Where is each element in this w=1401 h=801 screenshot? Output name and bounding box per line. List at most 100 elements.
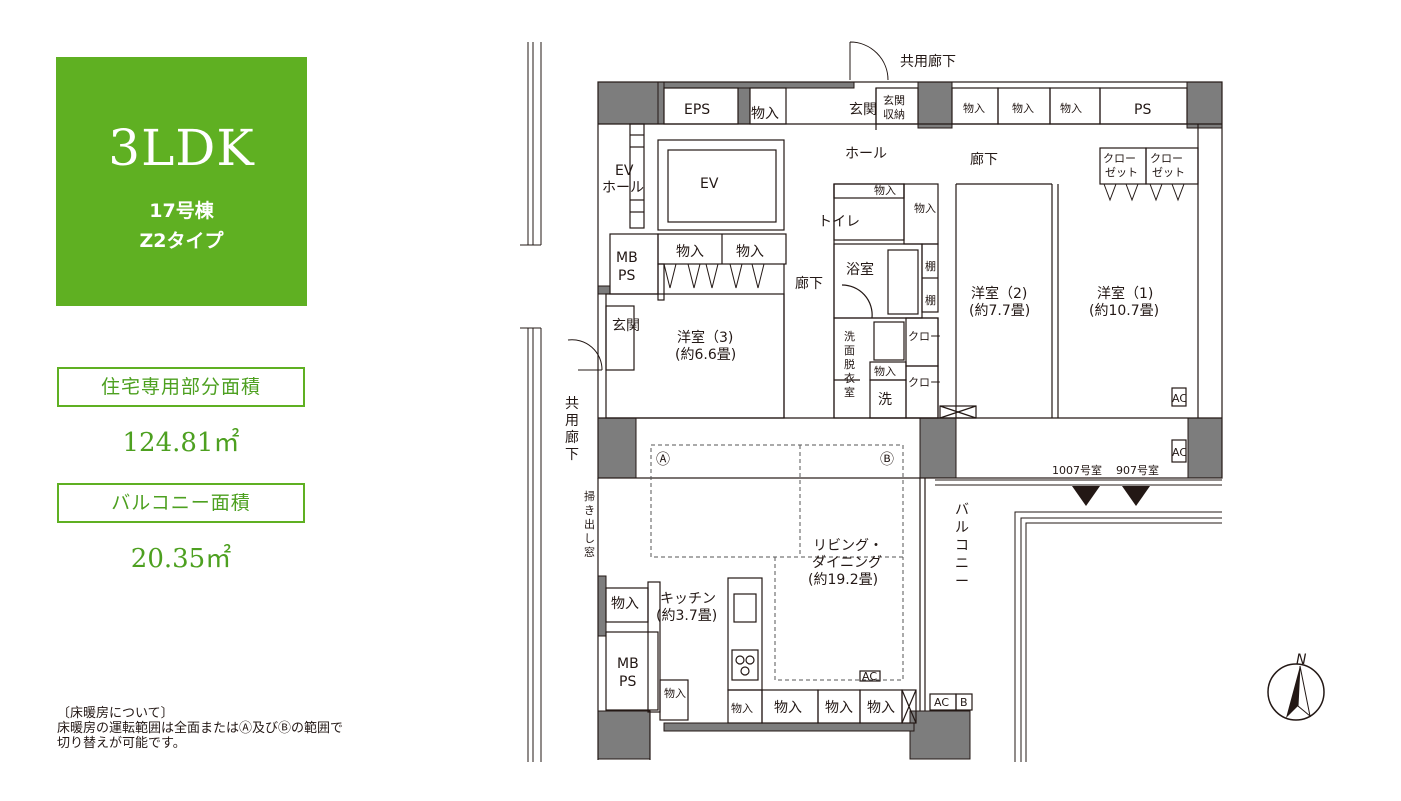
svg-text:出: 出	[584, 517, 595, 531]
ac-label-4: AC	[934, 696, 949, 709]
mbps-top-label-1: MB	[616, 250, 638, 266]
room2-size: (約7.7畳)	[969, 303, 1030, 319]
note-line-2: 切り替えが可能です。	[57, 736, 186, 751]
room1-size: (約10.7畳)	[1089, 303, 1159, 319]
closet-label-2b: ゼット	[1152, 166, 1185, 179]
ac-label-1: AC	[1172, 392, 1187, 405]
storage-label: 物入	[611, 596, 639, 612]
room2-name: 洋室（2)	[971, 285, 1027, 302]
washer-label: 洗	[878, 392, 892, 408]
room3-size: (約6.6畳)	[675, 347, 736, 363]
storage-label: 物入	[731, 701, 753, 715]
mbps-bottom-label-1: MB	[617, 656, 639, 672]
building-name: 17号棟	[149, 200, 214, 222]
ev-hall-label-2: ホール	[602, 180, 644, 196]
closet-label-1a: クロー	[1103, 152, 1136, 165]
storage-label: 物入	[874, 183, 896, 197]
living-size: (約19.2畳)	[808, 572, 878, 588]
private-area-label: 住宅専用部分面積	[57, 367, 305, 407]
balcony-area-value: 20.35㎡	[130, 544, 232, 574]
storage-label: 物入	[736, 244, 764, 260]
mbps-top-label-2: PS	[618, 268, 635, 284]
plan-type-name: Z2タイプ	[139, 230, 224, 252]
living-name-2: ダイニング	[812, 555, 882, 571]
entrance-storage-label-1: 玄関	[883, 93, 905, 107]
note-line-1: 床暖房の運転範囲は全面またはⒶ及びⒷの範囲で	[57, 721, 344, 736]
sweep-window-label: 掃 き 出 し 窓	[584, 489, 595, 559]
storage-label: 物入	[664, 686, 686, 700]
storage-label: 物入	[963, 101, 985, 115]
svg-text:下: 下	[565, 447, 579, 463]
storage-label: 物入	[1012, 101, 1034, 115]
floor-heating-note: 〔床暖房について〕 床暖房の運転範囲は全面またはⒶ及びⒷの範囲で 切り替えが可能…	[57, 706, 343, 751]
svg-text:き: き	[584, 504, 595, 517]
closet-label-1b: ゼット	[1105, 166, 1138, 179]
balcony-area-label: バルコニー面積	[57, 483, 305, 523]
room1-name: 洋室（1)	[1097, 285, 1153, 302]
washroom-label: 洗 面 脱 衣 室	[844, 330, 855, 399]
living-name-1: リビング・	[813, 538, 883, 554]
storage-label: 物入	[1060, 101, 1082, 115]
storage-label: 物入	[825, 700, 853, 716]
ac-label-2: AC	[1172, 446, 1187, 459]
closet-small-label: クロー	[908, 376, 941, 389]
storage-label: 物入	[914, 201, 936, 215]
eps-label: EPS	[684, 102, 710, 118]
entrance-label: 玄関	[849, 101, 877, 118]
closet-label-2a: クロー	[1150, 152, 1183, 165]
svg-text:用: 用	[565, 413, 579, 429]
ac-b-label: B	[960, 696, 968, 709]
svg-text:洗: 洗	[844, 330, 855, 343]
svg-text:室: 室	[844, 385, 855, 399]
zone-b-label: Ⓑ	[880, 452, 894, 468]
mbps-bottom-label-2: PS	[619, 674, 636, 690]
ps-label: PS	[1134, 102, 1151, 118]
ev-label: EV	[700, 176, 719, 192]
storage-label: 物入	[874, 364, 896, 378]
svg-text:面: 面	[844, 344, 855, 357]
shelf-label-1: 棚	[925, 259, 936, 273]
unit-907-marker	[1122, 486, 1150, 506]
svg-text:バ: バ	[955, 502, 969, 518]
svg-text:ニ: ニ	[955, 556, 969, 572]
shelf-label-2: 棚	[925, 293, 936, 307]
shared-corridor-left-label: 共 用 廊 下	[565, 396, 579, 463]
svg-text:掃: 掃	[584, 489, 595, 503]
toilet-label: トイレ	[818, 214, 860, 230]
storage-label: 物入	[774, 700, 802, 716]
svg-text:ー: ー	[955, 574, 969, 590]
svg-text:衣: 衣	[844, 371, 855, 385]
hall-label: ホール	[845, 146, 887, 162]
svg-text:廊: 廊	[565, 429, 579, 446]
note-title: 〔床暖房について〕	[57, 706, 174, 721]
corridor-label-2: 廊下	[795, 275, 823, 292]
svg-text:共: 共	[565, 396, 579, 412]
kitchen-name: キッチン	[660, 591, 716, 607]
bath-label: 浴室	[846, 261, 874, 278]
layout-type: 3LDK	[108, 119, 255, 177]
balcony-label: バ ル コ ニ ー	[955, 502, 969, 590]
svg-text:コ: コ	[955, 538, 969, 554]
shared-corridor-top-label: 共用廊下	[900, 53, 956, 70]
unit-907-label: 907号室	[1116, 463, 1159, 477]
north-compass: N	[1267, 652, 1325, 721]
zone-a-label: Ⓐ	[656, 452, 670, 468]
unit-1007-marker	[1072, 486, 1100, 506]
storage-label: 物入	[751, 106, 779, 122]
svg-text:ル: ル	[955, 520, 969, 536]
north-label: N	[1296, 652, 1307, 668]
closet-small-label: クロー	[908, 330, 941, 343]
entrance-storage-label-2: 収納	[883, 108, 905, 121]
svg-text:窓: 窓	[584, 545, 595, 559]
storage-label: 物入	[867, 700, 895, 716]
svg-text:し: し	[584, 532, 595, 545]
corridor-label: 廊下	[970, 151, 998, 168]
svg-text:脱: 脱	[844, 357, 855, 371]
ac-label-3: AC	[862, 670, 877, 683]
entrance-room3-label: 玄関	[612, 317, 640, 334]
unit-1007-label: 1007号室	[1052, 463, 1102, 477]
plan-type-panel: 3LDK 17号棟 Z2タイプ	[56, 57, 307, 306]
ev-hall-label-1: EV	[615, 163, 634, 179]
private-area-value: 124.81㎡	[122, 428, 240, 458]
